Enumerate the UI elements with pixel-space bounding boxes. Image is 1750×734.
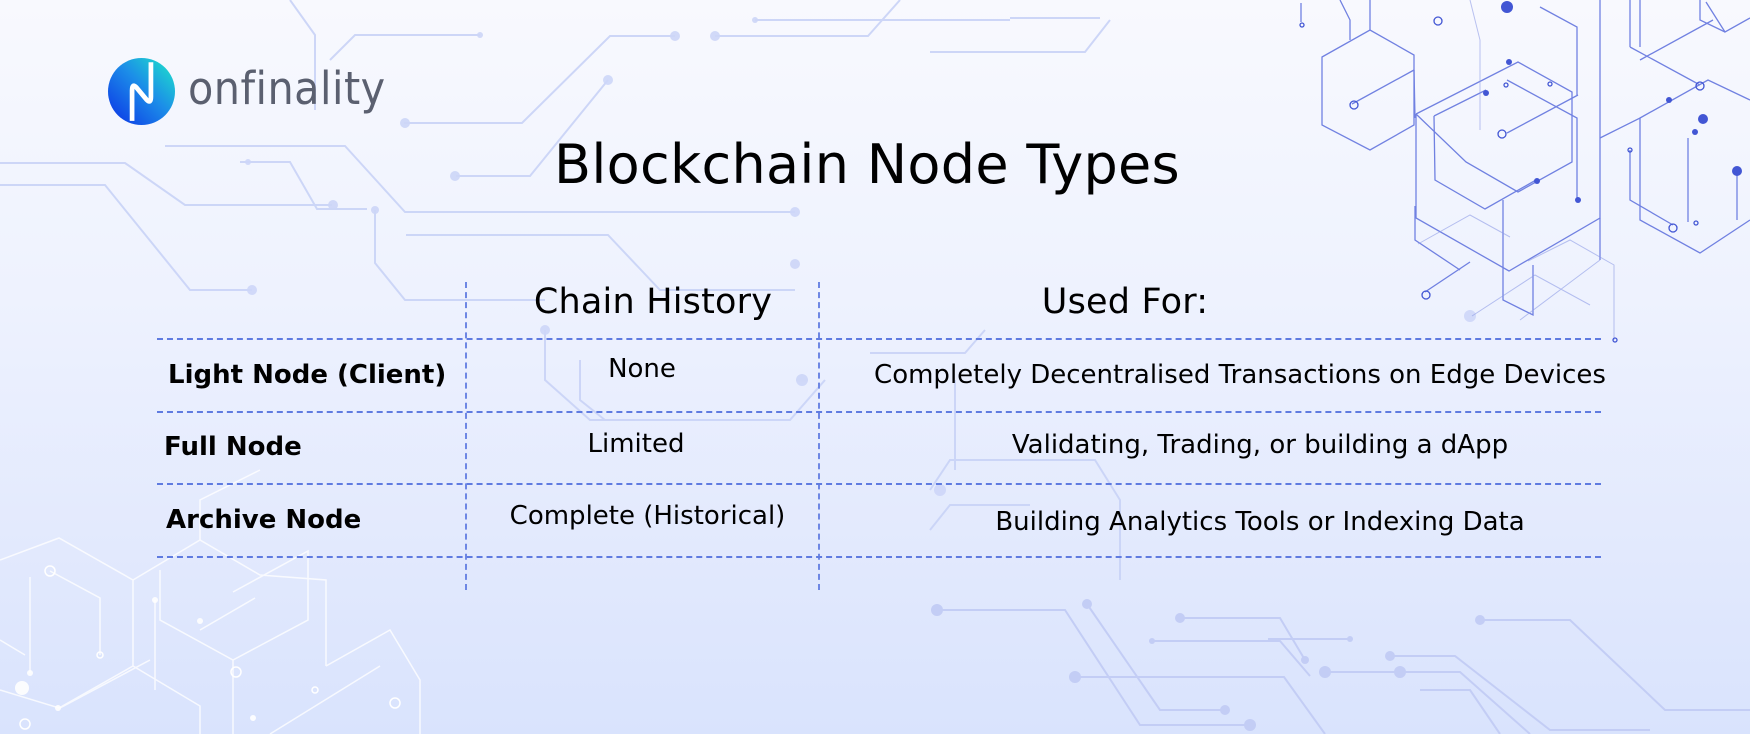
header-used-for: Used For: — [1041, 282, 1209, 322]
row-divider-1 — [157, 411, 1601, 413]
header-chain-history: Chain History — [533, 282, 773, 322]
used-for-cell: Validating, Trading, or building a dApp — [1011, 430, 1509, 460]
used-for-cell: Completely Decentralised Transactions on… — [874, 360, 1606, 390]
row-divider-2 — [157, 483, 1601, 485]
row-label-light-node: Light Node (Client) — [168, 360, 447, 390]
chain-history-cell: Complete (Historical) — [509, 501, 786, 531]
row-divider-header — [157, 338, 1601, 340]
row-label-full-node: Full Node — [164, 432, 302, 462]
brand-logo: onfinality — [108, 58, 403, 125]
used-for-cell: Building Analytics Tools or Indexing Dat… — [995, 507, 1525, 537]
column-divider-2 — [818, 282, 820, 590]
chain-history-cell: None — [608, 354, 676, 384]
column-divider-1 — [465, 282, 467, 590]
page-title: Blockchain Node Types — [553, 133, 1180, 196]
row-label-archive-node: Archive Node — [166, 505, 362, 535]
onfinality-n-logo-icon — [108, 58, 175, 125]
chain-history-cell: Limited — [587, 429, 685, 459]
brand-name: onfinality — [188, 62, 386, 115]
row-divider-3 — [157, 556, 1601, 558]
